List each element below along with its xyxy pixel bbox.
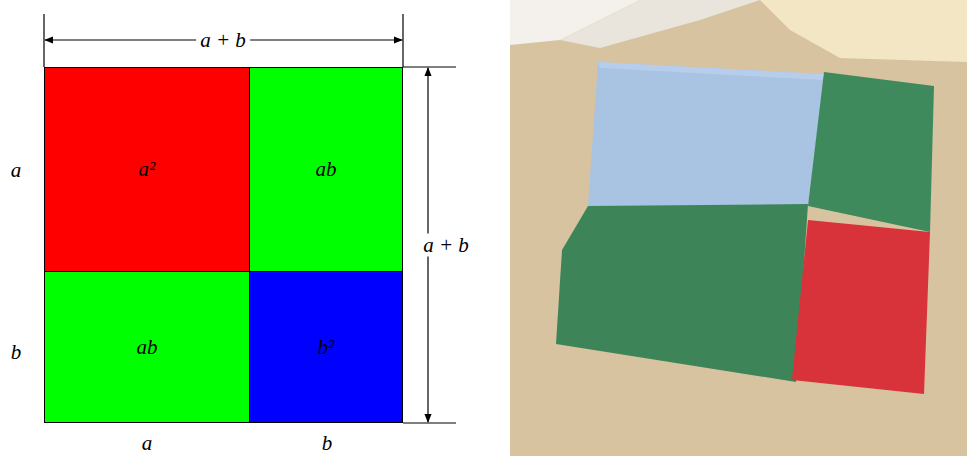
side-label: b [7, 341, 26, 364]
area-label: ab [137, 337, 158, 358]
photo [510, 0, 967, 456]
dimension-label: a + b [419, 234, 473, 257]
square-region: b² [249, 271, 403, 423]
square-region: a² [44, 67, 250, 272]
side-label: a [7, 159, 26, 182]
dimension-line [44, 14, 403, 67]
rectangle-region: ab [249, 67, 403, 272]
area-label: ab [316, 159, 337, 180]
area-label: a² [139, 159, 156, 180]
side-label: b [318, 432, 337, 455]
rectangle-region: ab [44, 271, 250, 423]
dimension-label: a + b [196, 29, 250, 52]
side-label: a [138, 432, 157, 455]
area-label: b² [318, 337, 335, 358]
